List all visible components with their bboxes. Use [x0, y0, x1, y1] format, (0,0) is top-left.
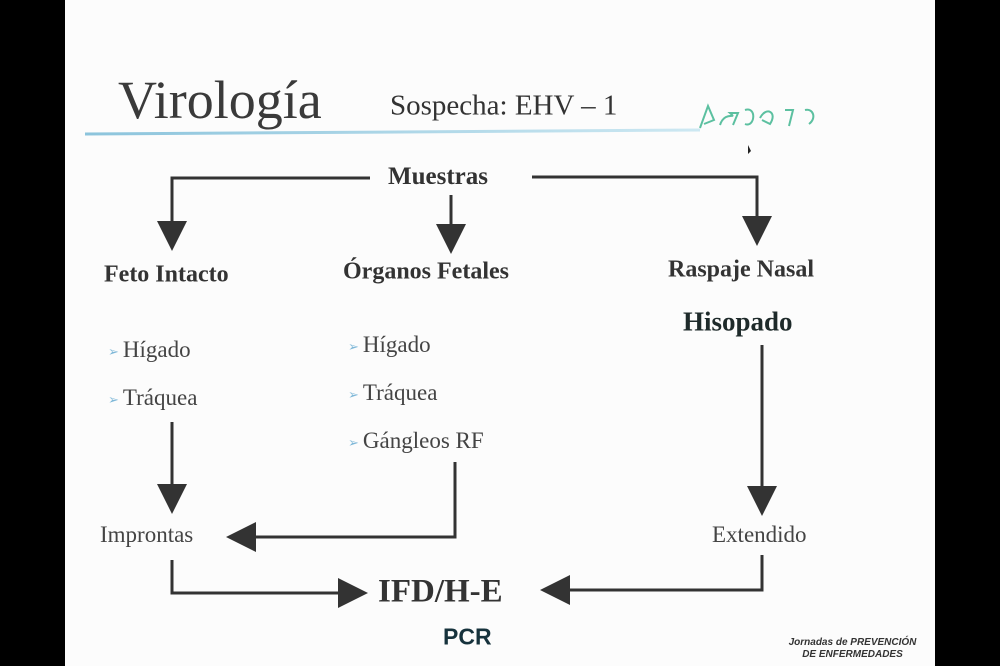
arrow-to-raspaje: [532, 175, 772, 246]
slide-title: Virología: [118, 70, 322, 130]
footer-line: DE ENFERMEDADES: [802, 649, 903, 660]
footer-line: Jornadas de PREVENCIÓN: [788, 637, 917, 648]
col-raspaje-subheading: Hisopado: [683, 306, 793, 337]
feto-item: Hígado: [108, 337, 191, 363]
mouse-cursor-icon: [748, 145, 751, 154]
footer: Jornadas de PREVENCIÓN DE ENFERMEDADES: [770, 637, 935, 661]
improntas-node: Improntas: [100, 522, 194, 547]
organos-item: Tráquea: [348, 380, 438, 406]
organos-item: Hígado: [348, 332, 431, 358]
arrow-improntas-to-ifd: [170, 560, 368, 608]
title-underline: [84, 128, 701, 136]
organos-item: Gángleos RF: [348, 428, 484, 454]
arrow-to-feto: [157, 176, 370, 251]
extendido-node: Extendido: [712, 522, 807, 547]
feto-item: Tráquea: [108, 385, 198, 411]
col-feto-heading: Feto Intacto: [104, 261, 229, 288]
final-node: IFD/H-E: [378, 573, 503, 610]
slide-subtitle: Sospecha: EHV – 1: [390, 89, 618, 122]
arrow-organos-to-improntas: [226, 462, 457, 552]
col-raspaje-heading: Raspaje Nasal: [668, 256, 815, 283]
arrow-extendido-to-ifd: [540, 555, 764, 605]
handwriting-horse-icon: [699, 103, 815, 129]
pcr-label: PCR: [443, 623, 492, 650]
root-node: Muestras: [388, 163, 488, 190]
col-organos-heading: Órganos Fetales: [343, 258, 509, 285]
